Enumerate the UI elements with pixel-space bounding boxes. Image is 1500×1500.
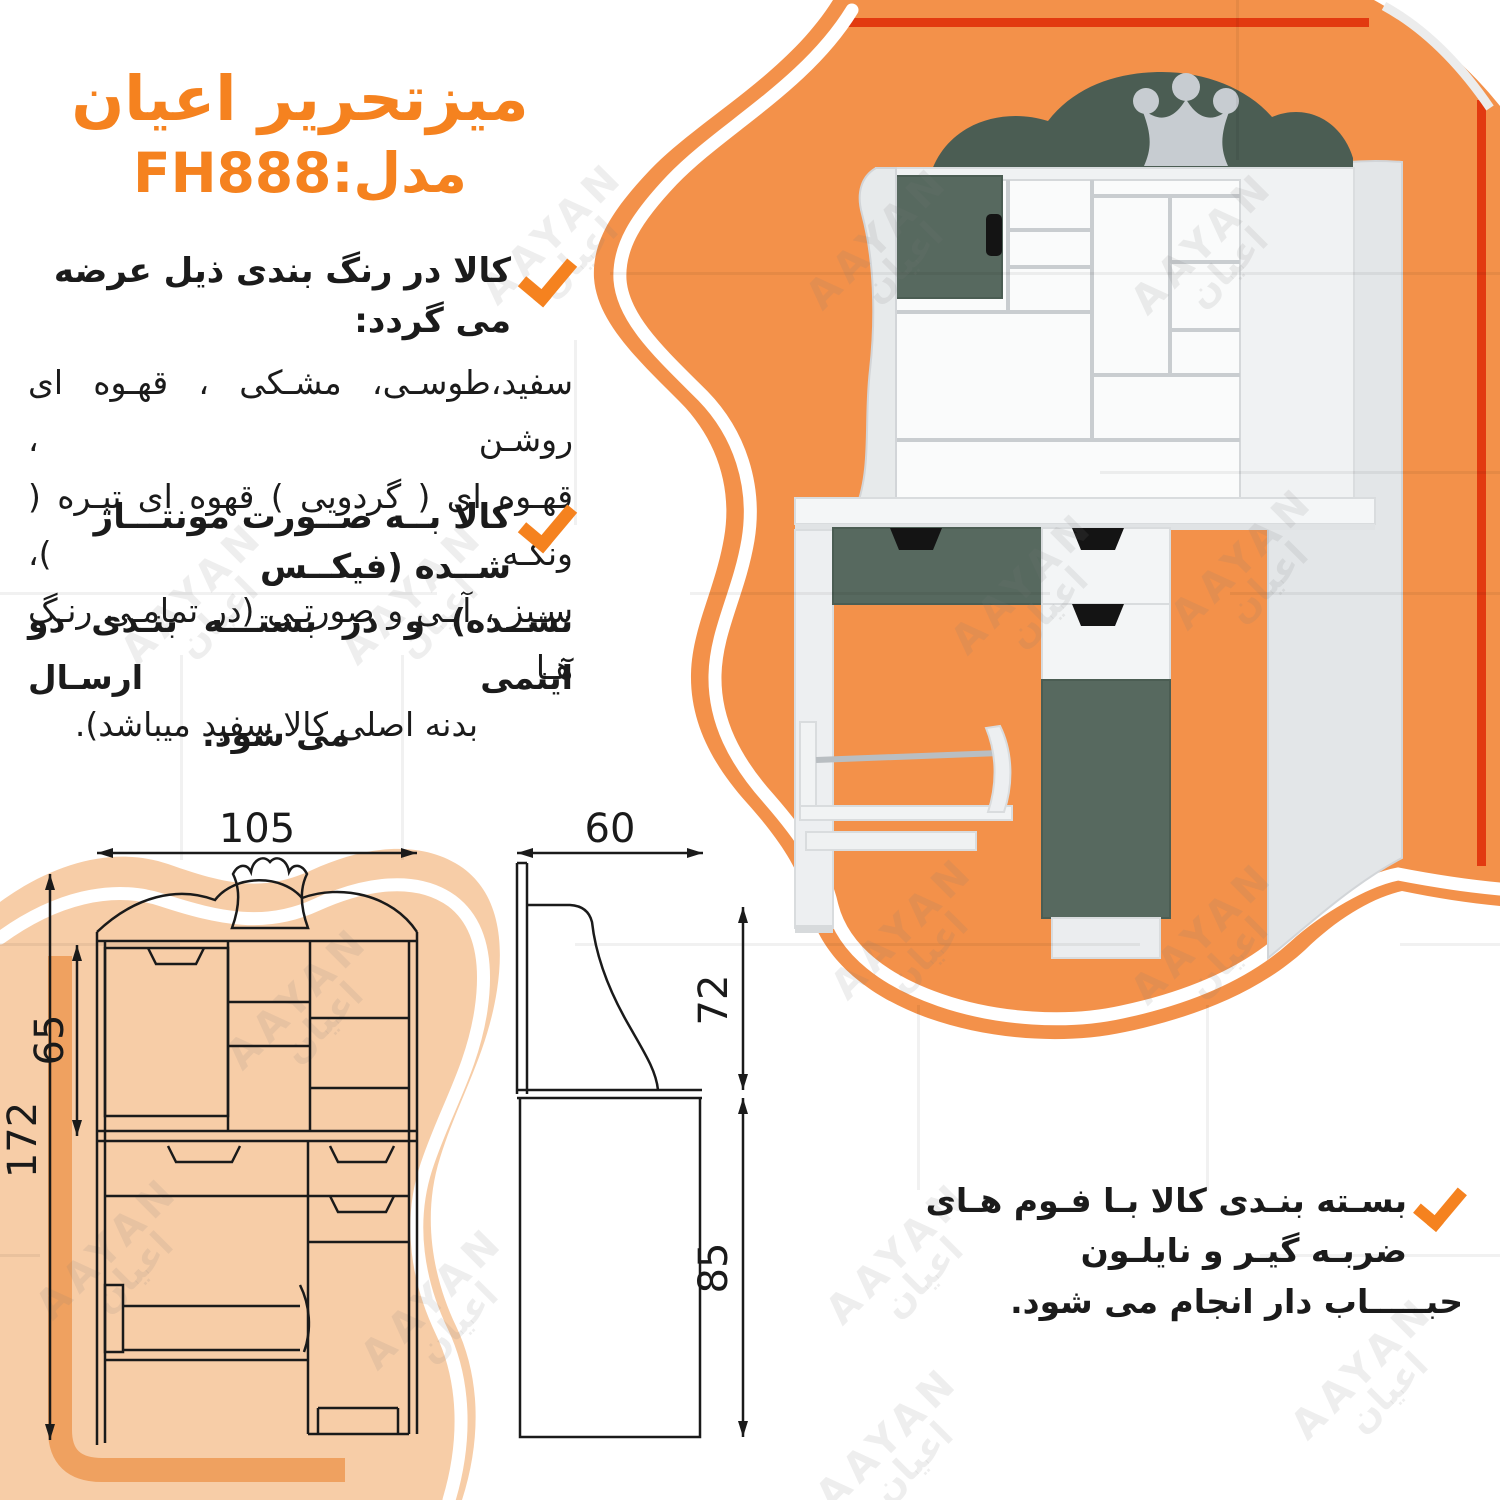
product-model: مدل:FH888 — [133, 141, 467, 205]
peach-blob — [0, 848, 500, 1500]
crown-back-panel — [930, 72, 1353, 190]
bullet-assembly-line2: نشــده) و در بستـــه بنـدی دو آیتمی ارسـ… — [28, 601, 573, 697]
bullet-colors-heading: کالا در رنگ بندی ذیل عرضه می گردد: — [53, 251, 511, 341]
door-handle — [986, 214, 1002, 256]
dimension-labels: 105 60 65 172 72 85 — [0, 806, 737, 1293]
green-drawer-handle — [890, 528, 942, 550]
green-drawer — [832, 527, 1043, 605]
crown-icon — [1133, 73, 1239, 166]
red-line-vertical — [1477, 100, 1486, 866]
checkmark-icon — [517, 245, 577, 308]
bullet-packaging: بسـته بنـدی کالا بـا فـوم هـای ضربـه گیـ… — [875, 1175, 1467, 1328]
pedestal-plinth — [1051, 917, 1161, 959]
dim-side-depth: 60 — [585, 806, 636, 852]
bullet-assembly-line3: می شود. — [202, 715, 350, 754]
desktop — [794, 497, 1376, 525]
checkmark-icon — [517, 491, 577, 554]
bullet-colors-line2: قهـوه ای ( گردویی ) قهوه ای تیـره ( ونگـ… — [28, 477, 573, 573]
dim-upper-height: 72 — [691, 975, 737, 1026]
bullet-packaging-line1: بسـته بنـدی کالا بـا فـوم هـای ضربـه گیـ… — [925, 1181, 1407, 1270]
checkmark-icon — [1413, 1175, 1467, 1233]
hutch-shelves — [896, 180, 1240, 442]
bullet-assembly-line1: کالا بــه صــورت مونتـــاژ شــده (فیکــس — [93, 497, 511, 587]
page-title: میزتحریر اعیان مدل:FH888 — [40, 58, 560, 206]
red-line-horizontal — [845, 18, 1369, 27]
dim-front-width: 105 — [219, 806, 295, 852]
bullet-packaging-line2: حبـــــاب دار انجام می شود. — [1010, 1282, 1463, 1321]
hutch-left-panel — [854, 167, 897, 509]
front-view-drawing — [45, 848, 419, 1445]
bullet-assembly: کالا بــه صــورت مونتـــاژ شــده (فیکــس… — [28, 491, 577, 763]
bullet-colors-line4: بدنه اصلی کالا سفید میباشد). — [74, 705, 478, 744]
bullet-colors-line3: سـبز ، آبـی و صورتـی (در تمامـی رنـگ هـا — [28, 591, 573, 687]
bullet-colors: کالا در رنگ بندی ذیل عرضه می گردد: سفید،… — [28, 245, 577, 753]
dim-total-height: 172 — [0, 1102, 46, 1178]
pedestal-door — [1041, 679, 1171, 919]
desk-render — [794, 72, 1403, 961]
peach-stripe — [48, 956, 345, 1482]
dim-lower-height: 85 — [691, 1243, 737, 1294]
bullet-colors-line1: سفید،طوسـی، مشـکی ، قهـوه ای روشـن ، — [28, 363, 573, 459]
side-view-drawing — [515, 848, 748, 1439]
hutch-cabinet-door — [887, 175, 1003, 299]
dim-hutch-height: 65 — [27, 1015, 73, 1066]
product-title: میزتحریر اعیان — [71, 62, 529, 135]
book-rail — [799, 721, 1013, 851]
